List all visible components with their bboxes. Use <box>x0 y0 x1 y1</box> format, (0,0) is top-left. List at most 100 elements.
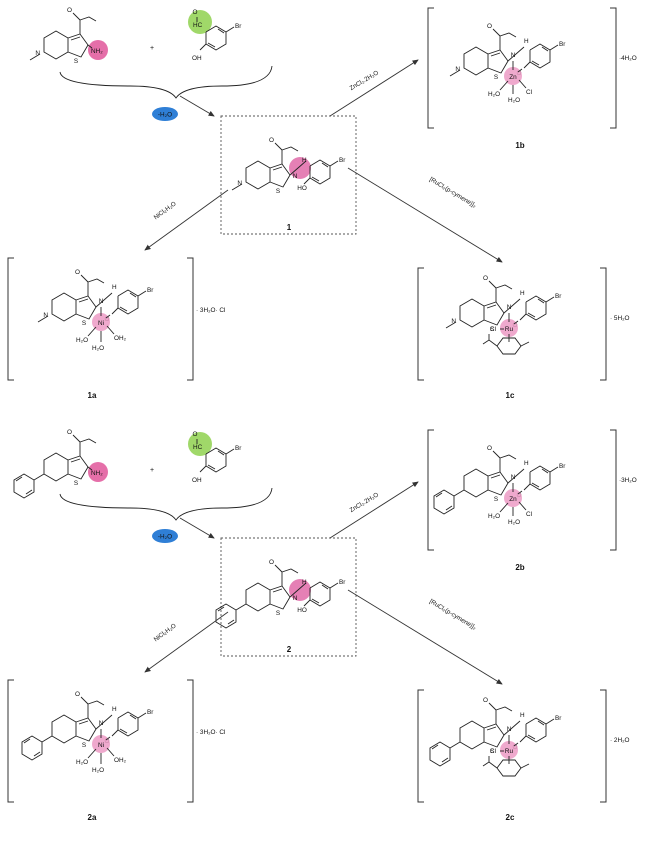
plus-sign: + <box>150 45 154 52</box>
carbonyl-bond <box>80 274 89 283</box>
metal-complex: SONHBrONiH₂OH₂OOH₂ <box>21 691 155 774</box>
bromine-label: Br <box>555 293 562 300</box>
phenol-bond <box>199 43 207 51</box>
sulfur-label: S <box>276 610 280 617</box>
carbonyl-bond <box>72 434 81 443</box>
cymene-methyl-bond <box>520 763 530 769</box>
sulfur-label: S <box>490 326 494 333</box>
aryl-double-bond <box>129 714 137 720</box>
carbonyl-oxygen-label: O <box>75 691 80 698</box>
aldehyde-oxygen-label: O <box>193 9 198 16</box>
carbonyl-oxygen-label: O <box>269 137 274 144</box>
carbonyl-oxygen-label: O <box>487 23 492 30</box>
bromine-label: Br <box>339 579 346 586</box>
phenol-bond <box>303 177 311 185</box>
ni-complex-right-bracket <box>187 679 194 803</box>
ru-complex-right-bracket <box>600 689 607 803</box>
phenyl-double-bond <box>217 606 225 612</box>
zn-reaction-arrow <box>329 481 419 539</box>
phenol-bond <box>111 729 119 737</box>
metal-complex: SONHBrOZnH₂OH₂OCl <box>433 445 566 526</box>
carbonyl-bond <box>274 142 283 151</box>
saturated-ring <box>245 582 271 612</box>
ni-reaction-arrow <box>144 189 229 251</box>
water-loss-label: -H₂O <box>158 534 172 541</box>
ni-complex-left-bracket <box>7 257 14 381</box>
aryl-double-bond <box>527 734 536 740</box>
sulfur-label: S <box>276 188 280 195</box>
water-loss-badge <box>152 529 178 543</box>
ru-complex-number: 1c <box>506 391 515 400</box>
thiophene-double-bond <box>490 52 501 57</box>
ligand-compound-number: 2 <box>287 645 292 654</box>
zn-complex-number: 2b <box>515 563 524 572</box>
phenyl-double-bond <box>435 492 443 498</box>
carbonyl-bond <box>274 564 283 573</box>
aqua-ligand-label: H₂O <box>508 97 520 104</box>
aldehyde-oxygen-label: O <box>193 431 198 438</box>
imine-highlight <box>289 579 311 601</box>
ni-complex-hydrate-label: · 3H₂O· Cl <box>196 307 225 314</box>
n-methyl-bond <box>445 321 457 329</box>
thiophene-double-bond <box>70 458 81 463</box>
aryl-double-bond <box>527 312 536 318</box>
o-metal-bond <box>513 320 519 325</box>
amine-highlight <box>88 40 108 60</box>
carbonyl-bond <box>488 280 497 289</box>
aryl-ring <box>117 711 139 737</box>
aryl-double-bond <box>119 306 128 312</box>
ni-complex-left-bracket <box>7 679 14 803</box>
carbonyl-oxygen-label: O <box>483 697 488 704</box>
carbonyl-oxygen-label: O <box>269 559 274 566</box>
aryl-ring <box>117 289 139 315</box>
zn-complex-left-bracket <box>427 7 434 129</box>
aqua-ligand-label: H₂O <box>76 337 88 344</box>
bromo-bond <box>329 160 339 167</box>
zn-complex-right-bracket <box>610 429 617 551</box>
saturated-ring <box>459 720 485 750</box>
imine-bond <box>507 468 525 484</box>
aldehyde-hc-label: HC <box>193 444 203 451</box>
carbonyl-bond <box>488 702 497 711</box>
reactant-brace <box>59 487 273 521</box>
phenyl-link-bond <box>449 741 461 749</box>
imine-hydrogen-label: H <box>520 712 525 719</box>
aryl-double-bond <box>531 60 540 66</box>
aryl-double-bond <box>321 162 329 168</box>
isopropyl-bond <box>482 761 498 769</box>
chloride-label: Cl <box>526 511 532 518</box>
complex-aryl: BrO <box>105 709 155 745</box>
aryl-double-bond <box>537 720 545 726</box>
imine-bond <box>289 582 307 598</box>
ester-methoxy-bond <box>495 706 513 712</box>
amine-bond <box>87 44 93 49</box>
phenyl-double-bond <box>441 757 449 763</box>
water-loss-badge <box>152 107 178 121</box>
o-metal-bond <box>513 742 519 747</box>
aqua-ligand-label: H₂O <box>76 759 88 766</box>
phenyl-double-bond <box>445 505 453 511</box>
aryl-double-bond <box>541 46 549 52</box>
thiophene-double-bond <box>486 304 497 309</box>
sulfur-label: S <box>490 748 494 755</box>
bromo-bond <box>225 26 235 33</box>
saturated-ring <box>51 714 77 744</box>
n-methyl-bond <box>29 53 41 61</box>
zn-complex-hydrate-label: ·3H₂O <box>619 477 637 484</box>
phenyl-link-bond <box>453 489 465 497</box>
aryl-double-bond <box>119 728 128 734</box>
carbonyl-oxygen-label: O <box>483 275 488 282</box>
carbonyl-oxygen-label: O <box>67 7 72 14</box>
ester-methoxy-bond <box>495 284 513 290</box>
carbonyl-bond <box>80 696 89 705</box>
ru-complex-hydrate-label: · 2H₂O <box>610 737 630 744</box>
ru-reagent-label: [RuCl₂(p-cymene)]₂ <box>428 598 478 632</box>
zn-reaction-arrow <box>329 59 419 117</box>
ester-methoxy-bond <box>79 438 97 444</box>
condensation-arrow <box>179 517 215 539</box>
